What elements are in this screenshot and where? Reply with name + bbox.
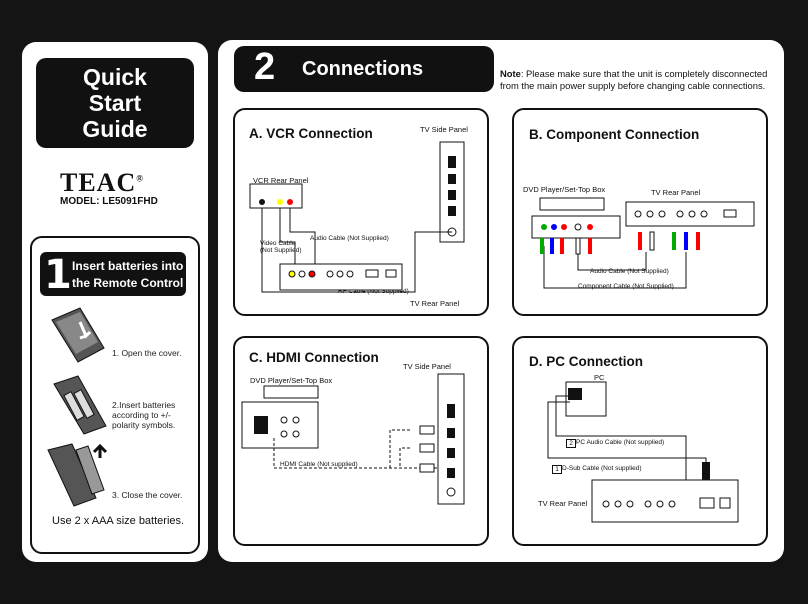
hdmi-dvd-rear-panel-graphic xyxy=(241,401,319,449)
title-line: Quick xyxy=(83,64,147,90)
remote-insert-batteries-illustration xyxy=(53,375,107,435)
disconnect-note: Note: Please make sure that the unit is … xyxy=(500,68,780,92)
note-text: : Please make sure that the unit is comp… xyxy=(500,68,768,91)
vcr-audio-cable-label: Audio Cable (Not Supplied) xyxy=(310,235,389,242)
vcr-tv-side-panel-label: TV Side Panel xyxy=(420,125,468,134)
vcr-tv-rear-panel-label: TV Rear Panel xyxy=(410,299,460,308)
pc-title: D. PC Connection xyxy=(529,354,643,369)
vcr-video-cable-label: Video Cable (Not Supplied) xyxy=(260,240,302,254)
instruction-open: 1. Open the cover. xyxy=(112,348,182,358)
pc-audio-cable-label: PC Audio Cable (Not supplied) xyxy=(576,439,665,446)
component-dvd-label: DVD Player/Set-Top Box xyxy=(523,185,606,194)
component-tv-rear-panel-label: TV Rear Panel xyxy=(651,188,701,197)
step1-number: 1 xyxy=(44,252,72,298)
hdmi-title: C. HDMI Connection xyxy=(249,350,379,365)
connections-number: 2 xyxy=(254,46,276,88)
instruction-insert: 2.Insert batteries according to +/- pola… xyxy=(112,400,176,430)
hdmi-cable-label: HDMI Cable (Not supplied) xyxy=(280,461,358,468)
title-line: Start xyxy=(88,90,142,116)
hdmi-dvd-label: DVD Player/Set-Top Box xyxy=(250,376,333,385)
step1-box xyxy=(30,236,200,554)
vcr-rear-panel-label: VCR Rear Panel xyxy=(253,176,309,185)
note-label: Note xyxy=(500,68,521,79)
component-diagram xyxy=(531,197,755,289)
instruction-close: 3. Close the cover. xyxy=(112,490,183,500)
vcr-rear-panel-graphic xyxy=(249,183,303,209)
pc-cable-number-2: 2 xyxy=(566,439,576,448)
connections-title: Connections xyxy=(302,58,424,80)
pc-tv-rear-panel-label: TV Rear Panel xyxy=(538,499,588,508)
component-title: B. Component Connection xyxy=(529,127,700,142)
model-number: MODEL: LE5091FHD xyxy=(60,196,158,207)
component-audio-cable-label: Audio Cable (Not Supplied) xyxy=(590,268,669,275)
component-component-cable-label: Component Cable (Not Supplied) xyxy=(578,283,674,290)
battery-note: Use 2 x AAA size batteries. xyxy=(52,515,185,527)
step1-title-line: the Remote Control xyxy=(72,276,184,290)
vcr-title: A. VCR Connection xyxy=(249,126,373,141)
pc-diagram xyxy=(547,381,739,523)
pc-cable-number-1: 1 xyxy=(552,465,562,474)
pc-dsub-cable-label: D-Sub Cable (Not supplied) xyxy=(562,465,642,472)
title-line: Guide xyxy=(82,116,148,142)
pc-label: PC xyxy=(594,373,605,382)
quick-start-title: Quick Start Guide xyxy=(36,58,194,148)
step1-title-line: Insert batteries into xyxy=(72,259,184,273)
remote-close-cover-illustration xyxy=(47,443,108,507)
connections-header xyxy=(234,46,494,92)
remote-illustrations xyxy=(47,307,108,507)
vcr-diagram xyxy=(249,141,465,293)
brand-text: TEAC xyxy=(60,168,137,197)
step1-title: Insert batteries into the Remote Control xyxy=(72,258,184,292)
pc-tv-rear-panel-graphic xyxy=(591,479,739,523)
registered-icon: ® xyxy=(136,173,144,184)
hdmi-tv-side-panel-label: TV Side Panel xyxy=(403,362,451,371)
hdmi-diagram xyxy=(241,373,465,505)
hdmi-tv-side-panel-graphic xyxy=(437,373,465,505)
brand-logo: TEAC® xyxy=(60,168,144,198)
remote-open-cover-illustration xyxy=(51,307,105,363)
step1-header xyxy=(40,252,186,296)
